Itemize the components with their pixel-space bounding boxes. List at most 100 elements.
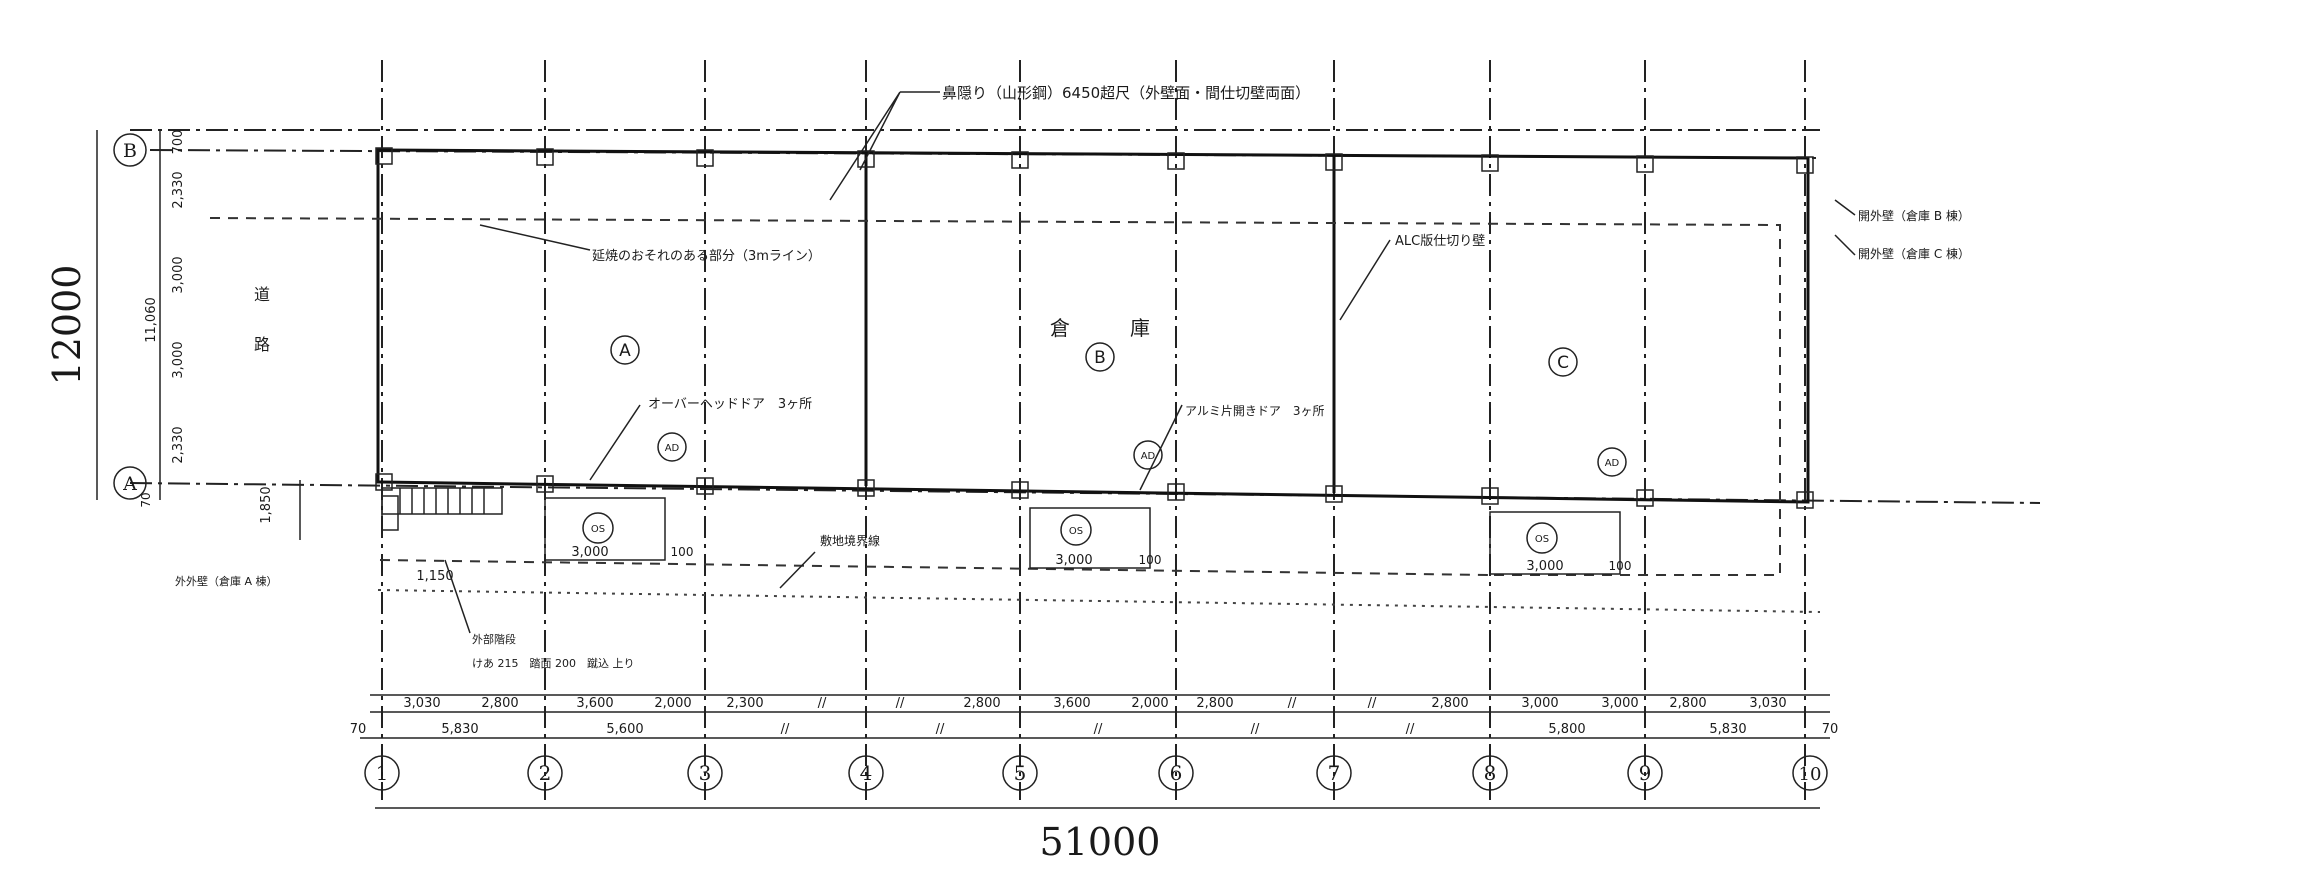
column-marker [857, 150, 875, 168]
warehouse-label-1: 倉 [1050, 316, 1070, 340]
overhead-door-opening [1029, 507, 1151, 569]
bottom-dimension-row-1: 3,030 2,800 3,600 2,000 2,300 // // 2,80… [403, 696, 1786, 711]
dim-row1: 2,000 [1131, 696, 1168, 711]
dim-row2: // [936, 722, 945, 737]
column-marker [1796, 156, 1814, 174]
building-outline [376, 148, 1810, 504]
side-label-2: 路 [254, 335, 270, 354]
aluminum-door-symbol: AD [665, 443, 680, 454]
dim-row2: 70 [350, 722, 367, 737]
dim-row2: 70 [1822, 722, 1839, 737]
overall-width-label: 51000 [1040, 820, 1161, 864]
column-marker [536, 148, 554, 166]
left-dim-total: 11,060 [144, 297, 159, 343]
column-marker [1481, 487, 1499, 505]
dim-row2: 5,600 [606, 722, 643, 737]
note-aluminum-door: アルミ片開きドア 3ヶ所 [1185, 404, 1325, 418]
room-label-A: A [619, 341, 631, 361]
dim-row2: 5,800 [1548, 722, 1585, 737]
note-right-2: 開外壁（倉庫 C 棟） [1858, 246, 1970, 261]
column-marker [1796, 491, 1814, 509]
door-width: 3,000 [571, 545, 608, 560]
note-fire-spread: 延焼のおそれのある部分（3mライン） [592, 249, 821, 264]
dim-row1: 3,030 [403, 696, 440, 711]
dim-row1: 2,300 [726, 696, 763, 711]
note-overhead-door: オーバーヘッドドア 3ヶ所 [648, 397, 812, 412]
note-right-1: 開外壁（倉庫 B 棟） [1858, 208, 1970, 223]
dim-row1: // [818, 696, 827, 711]
dim-row2: // [781, 722, 790, 737]
left-dim: 2,330 [171, 426, 186, 463]
dim-row1: 3,000 [1521, 696, 1558, 711]
door-width: 3,000 [1055, 553, 1092, 568]
dim-row1: 2,800 [1196, 696, 1233, 711]
left-dim: 70 [139, 492, 153, 507]
grid-row-label-B: B [123, 140, 137, 162]
grid-label: 9 [1639, 761, 1652, 785]
overhead-doors [544, 497, 1621, 575]
column-markers-bottom [375, 473, 1814, 509]
column-marker [696, 149, 714, 167]
bottom-dimension-row-2: 70 5,830 5,600 // // // // // 5,800 5,83… [350, 722, 1839, 737]
dim-row2: 5,830 [441, 722, 478, 737]
room-circle-A [610, 335, 640, 365]
grid-row-circle-B [113, 133, 147, 167]
dim-row1: // [1288, 696, 1297, 711]
grid-label: 5 [1014, 761, 1027, 785]
left-dim-minor: 1,850 [259, 486, 274, 523]
dim-row1: 2,800 [481, 696, 518, 711]
column-marker [1636, 489, 1654, 507]
aluminum-door-symbols: AD AD AD [657, 432, 1627, 477]
column-grid-lines [381, 60, 1806, 800]
left-dim: 700 [171, 130, 186, 155]
note-eaves: 鼻隠り（山形鋼）6450超尺（外壁面・間仕切壁両面） [942, 84, 1310, 102]
column-marker [375, 473, 393, 491]
column-marker [1167, 152, 1185, 170]
grid-label: 4 [860, 761, 873, 785]
door-height: 100 [1139, 553, 1162, 567]
door-width: 3,000 [1526, 559, 1563, 574]
overhead-door-opening [1489, 511, 1621, 575]
fire-spread-line-bottom [379, 559, 1491, 576]
column-marker [536, 475, 554, 493]
column-marker [1481, 154, 1499, 172]
grid-label: 8 [1484, 761, 1497, 785]
side-label-1: 道 [254, 285, 270, 304]
grid-label: 6 [1170, 761, 1183, 785]
leader-alc [1339, 239, 1391, 321]
warehouse-label-2: 庫 [1130, 316, 1150, 340]
left-dim: 2,330 [171, 171, 186, 208]
exterior-stair [381, 487, 503, 531]
grid-row-circle-A [113, 466, 147, 500]
leader-right-notes [1834, 199, 1856, 256]
door-height: 100 [671, 545, 694, 559]
dim-row1: 2,000 [654, 696, 691, 711]
column-marker [375, 147, 393, 165]
leader-fire-spread [479, 224, 591, 251]
stair-gap-dim: 1,150 [416, 569, 453, 584]
column-marker [1325, 485, 1343, 503]
room-circle-C [1548, 347, 1578, 377]
note-left: 外外壁（倉庫 A 棟） [175, 574, 278, 588]
dim-row2: // [1406, 722, 1415, 737]
column-marker [1636, 155, 1654, 173]
overall-depth-label: 12000 [45, 265, 89, 386]
leader-aluminum-door [1139, 404, 1183, 491]
door-symbol: OS [1069, 526, 1083, 537]
left-dim: 3,000 [171, 341, 186, 378]
grid-label: 2 [539, 761, 552, 785]
grid-label: 7 [1328, 761, 1341, 785]
column-marker [1011, 151, 1029, 169]
grid-labels-columns: 1 2 3 4 5 6 7 8 9 10 [364, 755, 1828, 791]
grid-row-label-A: A [122, 473, 137, 495]
door-height: 100 [1609, 559, 1632, 573]
door-symbol: OS [591, 524, 605, 535]
column-markers-top [375, 147, 1814, 174]
overhead-door-opening [544, 497, 666, 561]
leader-stair [444, 559, 471, 634]
room-label-B: B [1094, 348, 1106, 368]
grid-label: 3 [699, 761, 712, 785]
room-circle-B [1085, 342, 1115, 372]
aluminum-door-symbol: AD [1605, 458, 1620, 469]
